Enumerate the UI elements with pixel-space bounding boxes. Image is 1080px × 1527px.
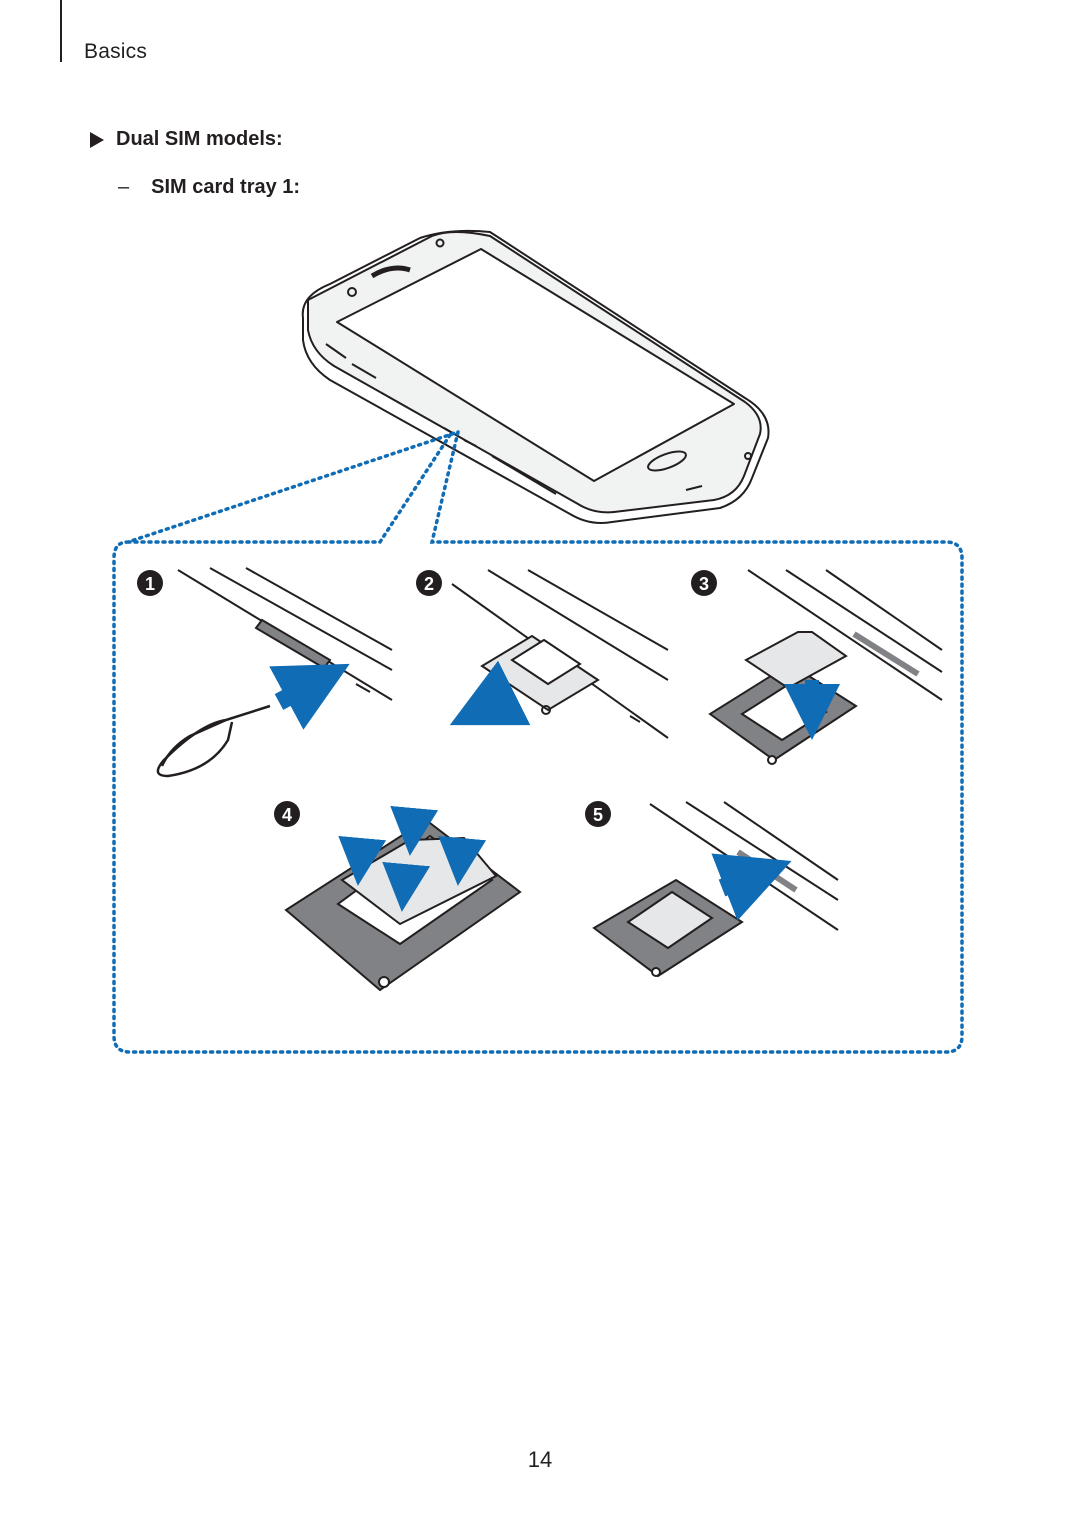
step-badge-3: 3	[691, 570, 717, 596]
step-badge-4: 4	[274, 801, 300, 827]
dash-bullet: –	[118, 176, 130, 198]
tray-subheading-text: SIM card tray 1:	[151, 176, 301, 198]
step-1-eject-pin	[156, 567, 393, 778]
step-badge-1: 1	[137, 570, 163, 596]
triangle-bullet-icon	[90, 131, 104, 148]
phone-illustration	[301, 229, 770, 524]
callout-frame	[112, 429, 964, 1054]
model-heading: Dual SIM models:	[90, 128, 283, 151]
step-badge-2: 2	[416, 570, 442, 596]
step-number-1: 1	[145, 574, 155, 594]
step-number-3: 3	[699, 574, 709, 594]
step-number-4: 4	[282, 805, 292, 825]
step-5-insert-tray	[592, 801, 839, 978]
step-number-2: 2	[424, 574, 434, 594]
step-badge-5: 5	[585, 801, 611, 827]
tray-subheading: – SIM card tray 1:	[118, 176, 300, 199]
model-heading-text: Dual SIM models:	[116, 128, 283, 150]
step-3-place-sim	[708, 569, 943, 765]
page-number: 14	[527, 1447, 553, 1472]
header-rule	[60, 0, 62, 62]
step-2-pull-tray	[449, 569, 669, 739]
step-number-5: 5	[593, 805, 603, 825]
step-4-sim-in-tray	[284, 805, 522, 992]
section-title: Basics	[84, 40, 148, 63]
